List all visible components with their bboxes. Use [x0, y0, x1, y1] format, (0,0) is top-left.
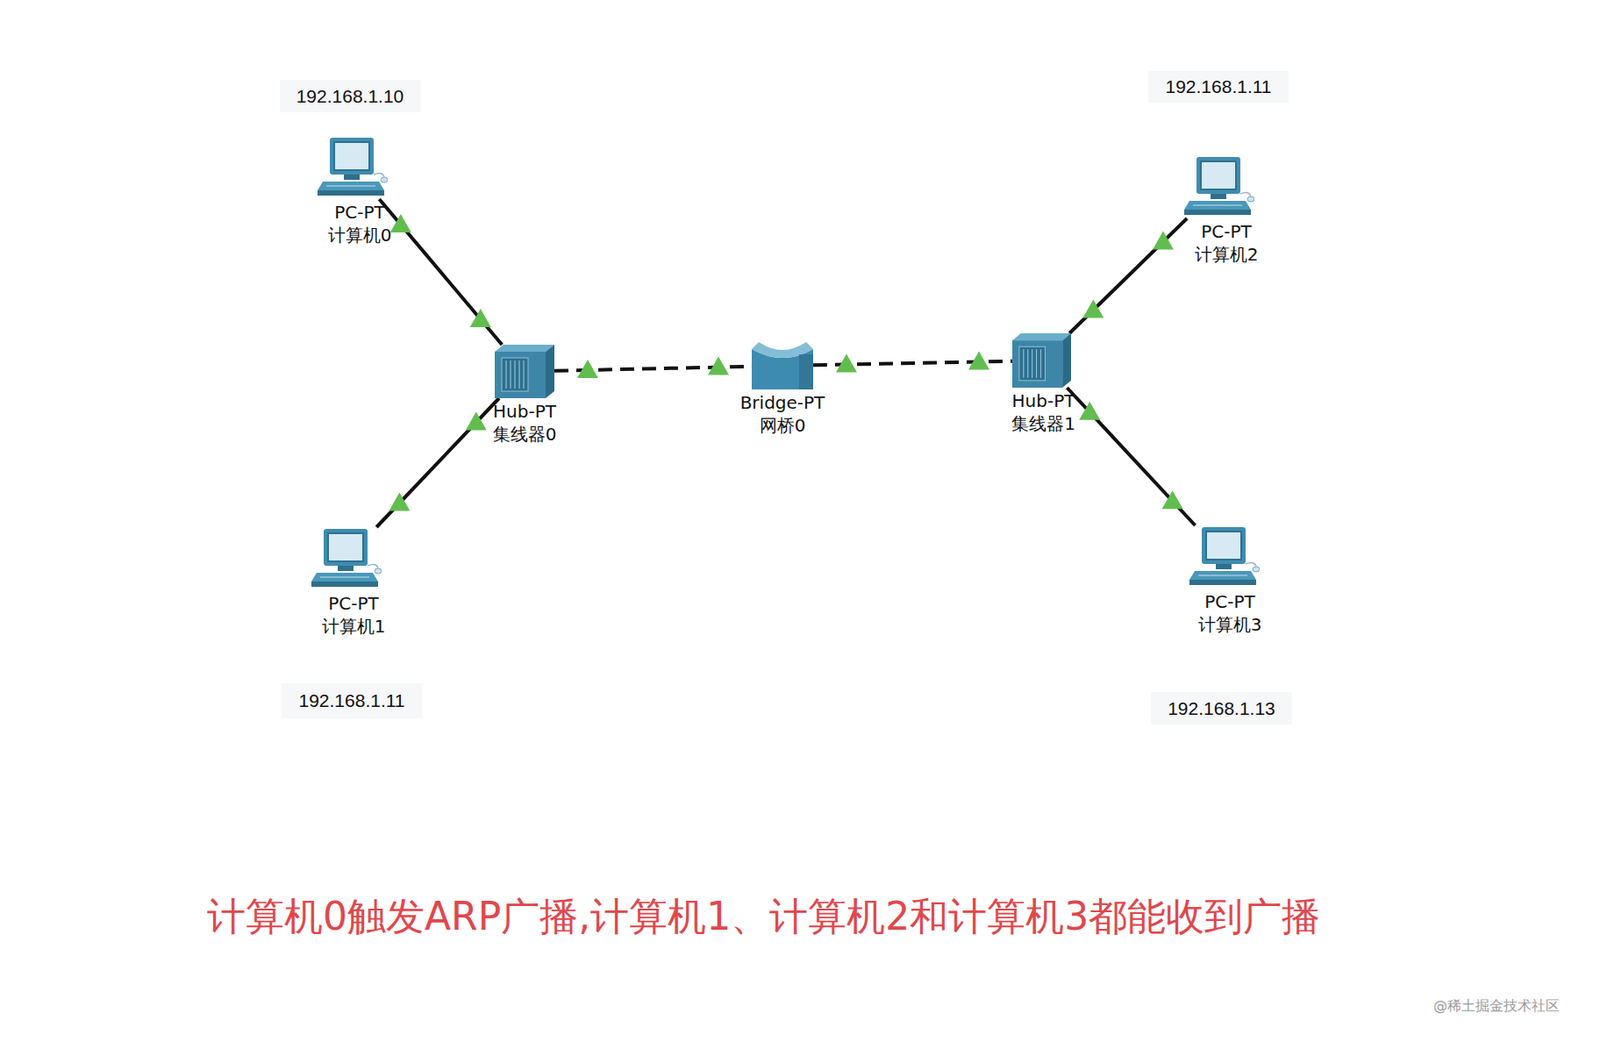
- device-label: PC-PT计算机2: [1138, 220, 1315, 266]
- ip-address: 192.168.1.11: [1164, 76, 1272, 98]
- pc-icon: [317, 135, 388, 200]
- device-label: PC-PT计算机1: [265, 592, 442, 638]
- ip-address-box: 192.168.1.13: [1150, 692, 1293, 725]
- ip-address-box: 192.168.1.11: [1148, 71, 1289, 103]
- ip-address-box: 192.168.1.11: [281, 683, 422, 719]
- caption: 计算机0触发ARP广播,计算机1、计算机2和计算机3都能收到广播: [207, 891, 1576, 943]
- hub-device: Hub-PT集线器0: [494, 344, 555, 399]
- link-status-light: [577, 359, 599, 379]
- device-model: PC-PT: [1138, 220, 1315, 243]
- hub-device: Hub-PT集线器1: [1012, 333, 1072, 388]
- device-label: Hub-PT集线器1: [961, 389, 1126, 436]
- link-status-light: [390, 214, 412, 233]
- bridge-icon: [751, 342, 814, 390]
- link-status-light: [1162, 490, 1184, 509]
- pc-device: PC-PT计算机3: [1189, 525, 1260, 589]
- device-label: PC-PT计算机3: [1142, 590, 1318, 636]
- device-name: 计算机0: [271, 223, 448, 247]
- ip-address-box: 192.168.1.10: [279, 79, 421, 113]
- ip-address: 192.168.1.11: [298, 690, 405, 712]
- device-model: Bridge-PT: [699, 391, 866, 415]
- device-label: Hub-PT集线器0: [442, 400, 608, 446]
- device-name: 计算机3: [1142, 613, 1318, 636]
- device-model: Hub-PT: [961, 389, 1126, 413]
- pc-icon: [1184, 155, 1255, 219]
- bridge-device: Bridge-PT网桥0: [751, 342, 814, 390]
- pc-icon: [1189, 525, 1260, 589]
- network-cable: [554, 357, 752, 379]
- pc-icon: [311, 527, 382, 591]
- cable-line: [378, 199, 502, 345]
- watermark: @稀土掘金技术社区: [1433, 997, 1560, 1016]
- network-cable: [378, 199, 502, 345]
- link-status-light: [1152, 231, 1174, 250]
- link-status-light: [1082, 299, 1104, 318]
- device-model: PC-PT: [1142, 590, 1318, 614]
- link-status-light: [470, 308, 492, 328]
- pc-device: PC-PT计算机2: [1184, 155, 1255, 219]
- cable-line: [376, 398, 500, 528]
- device-model: Hub-PT: [442, 400, 608, 423]
- link-status-light: [707, 357, 729, 376]
- ip-address: 192.168.1.10: [296, 85, 405, 108]
- link-status-light: [968, 350, 990, 370]
- device-name: 集线器1: [961, 412, 1126, 436]
- link-status-light: [465, 412, 487, 431]
- link-status-light: [835, 354, 858, 373]
- device-name: 集线器0: [442, 422, 608, 446]
- network-cable: [1066, 387, 1195, 526]
- hub-icon: [494, 344, 555, 399]
- cable-line: [1069, 218, 1187, 334]
- device-label: Bridge-PT网桥0: [699, 391, 866, 437]
- device-name: 网桥0: [699, 414, 866, 437]
- link-status-light: [388, 492, 410, 511]
- pc-device: PC-PT计算机0: [317, 135, 388, 200]
- device-label: PC-PT计算机0: [271, 200, 448, 247]
- ip-address: 192.168.1.13: [1167, 698, 1276, 720]
- cable-line: [1066, 387, 1195, 526]
- device-name: 计算机2: [1138, 242, 1315, 266]
- hub-icon: [1012, 333, 1072, 388]
- device-model: PC-PT: [265, 592, 442, 615]
- device-model: PC-PT: [271, 200, 448, 224]
- network-cable: [1069, 218, 1187, 334]
- device-name: 计算机1: [265, 614, 442, 638]
- network-cable: [813, 350, 1013, 372]
- pc-device: PC-PT计算机1: [311, 527, 382, 591]
- link-status-light: [1078, 401, 1100, 421]
- network-cable: [376, 398, 500, 528]
